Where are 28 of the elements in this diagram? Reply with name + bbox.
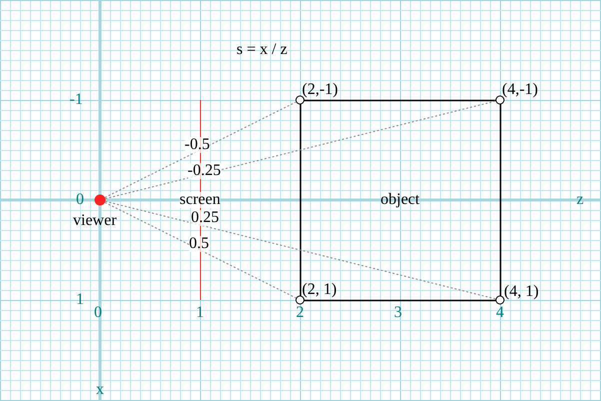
axis-name: z [576,192,584,208]
object-label: object [380,192,420,208]
edge-label: 0.5 [189,236,209,252]
point-label: (4, 1) [504,284,539,300]
sight-line [104,102,296,198]
sight-line [104,200,496,300]
axis-tick-label: 1 [76,292,84,308]
point-label: (4,-1) [502,82,538,98]
axis-tick-label: 2 [296,305,304,321]
screen-label: screen [180,192,220,208]
edge-label: -0.25 [188,163,221,179]
axis-tick-label: 0 [94,305,102,321]
viewer-dot [94,194,106,206]
sight-line [104,202,296,298]
point-label: (2, 1) [302,282,337,298]
axis-name: x [96,382,104,398]
point-label: (2,-1) [302,82,338,98]
axis-tick-label: 1 [196,305,204,321]
axis-tick-label: 3 [394,305,402,321]
axis-tick-label: 0 [76,192,84,208]
edge-label: -0.5 [184,137,210,153]
axis-tick-label: -1 [70,92,83,108]
viewer-label: viewer [73,213,117,229]
formula-title: s = x / z [236,42,288,58]
point-marker [495,295,505,305]
axis-tick-label: 4 [496,305,504,321]
sight-line [104,100,496,200]
edge-label: 0.25 [191,210,219,226]
